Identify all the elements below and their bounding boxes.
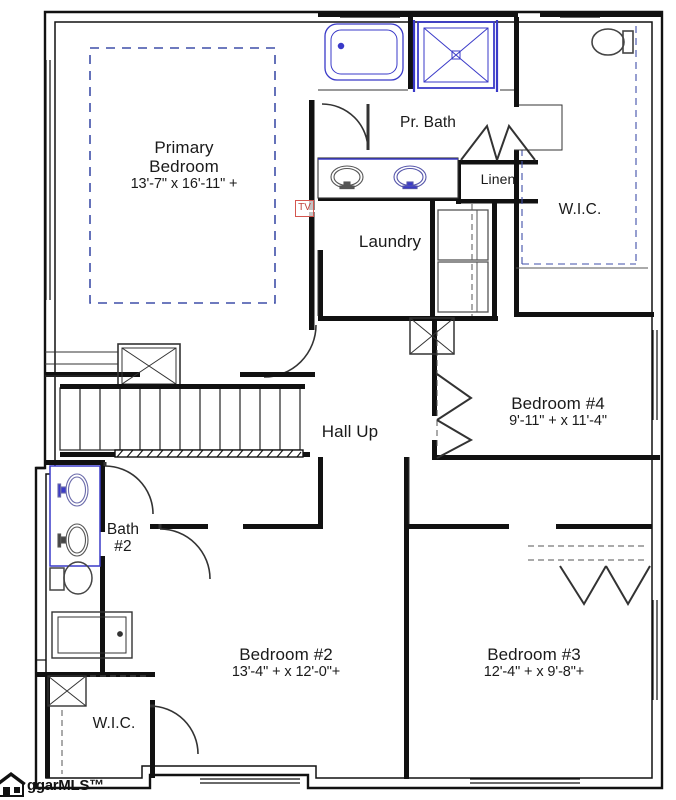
exterior-wall-left-bumpout	[36, 466, 46, 661]
door-primary-bath	[321, 103, 370, 151]
tv-outlet-marker: TV	[295, 200, 314, 217]
washer-icon	[437, 209, 489, 261]
wic-primary-shelving	[521, 26, 637, 265]
bath2-bathtub-icon	[51, 611, 133, 659]
door-linen-bifold	[460, 123, 536, 161]
wic-bedroom2-closet-icon	[47, 675, 87, 707]
staircase-icon	[59, 387, 301, 451]
dryer-icon	[437, 261, 489, 313]
door-primary-bedroom	[262, 324, 317, 378]
door-bedroom3-bifold	[559, 565, 651, 606]
interior-walls	[36, 12, 662, 779]
stair-rail	[60, 372, 315, 389]
door-bedroom4-bifold	[436, 373, 474, 459]
bedroom3-closet-shelving	[528, 545, 648, 561]
toilet-primary-icon	[591, 28, 634, 56]
door-wic-bedroom2	[149, 704, 199, 755]
staircase-nosing	[114, 449, 304, 458]
vanity-counter-primary	[317, 157, 459, 199]
partition-thin-lines	[317, 89, 563, 524]
vanity-sink-left-icon	[330, 165, 364, 190]
bath2-sink-lower-icon	[57, 523, 89, 557]
door-bath2	[103, 462, 154, 515]
wic-bedroom2-shelving	[61, 675, 150, 774]
bath2-vanity-counter	[49, 465, 101, 567]
shower-primary-icon	[412, 20, 499, 92]
mls-watermark: ggarMLS™	[0, 772, 104, 798]
bath2-toilet-icon	[49, 561, 93, 595]
hall-closet-icon	[117, 343, 181, 389]
vanity-sink-right-icon	[393, 165, 427, 190]
bath2-sink-upper-icon	[57, 473, 89, 507]
door-bedroom2	[158, 524, 211, 580]
bathtub-primary-icon	[324, 23, 404, 81]
windows	[45, 12, 658, 784]
bedroom4-closet-icon	[409, 317, 455, 355]
mls-watermark-text: ggarMLS™	[27, 776, 104, 794]
primary-bedroom-tray-ceiling	[89, 47, 276, 304]
hall-closet-shelves	[45, 351, 118, 377]
house-logo-icon	[0, 772, 26, 797]
